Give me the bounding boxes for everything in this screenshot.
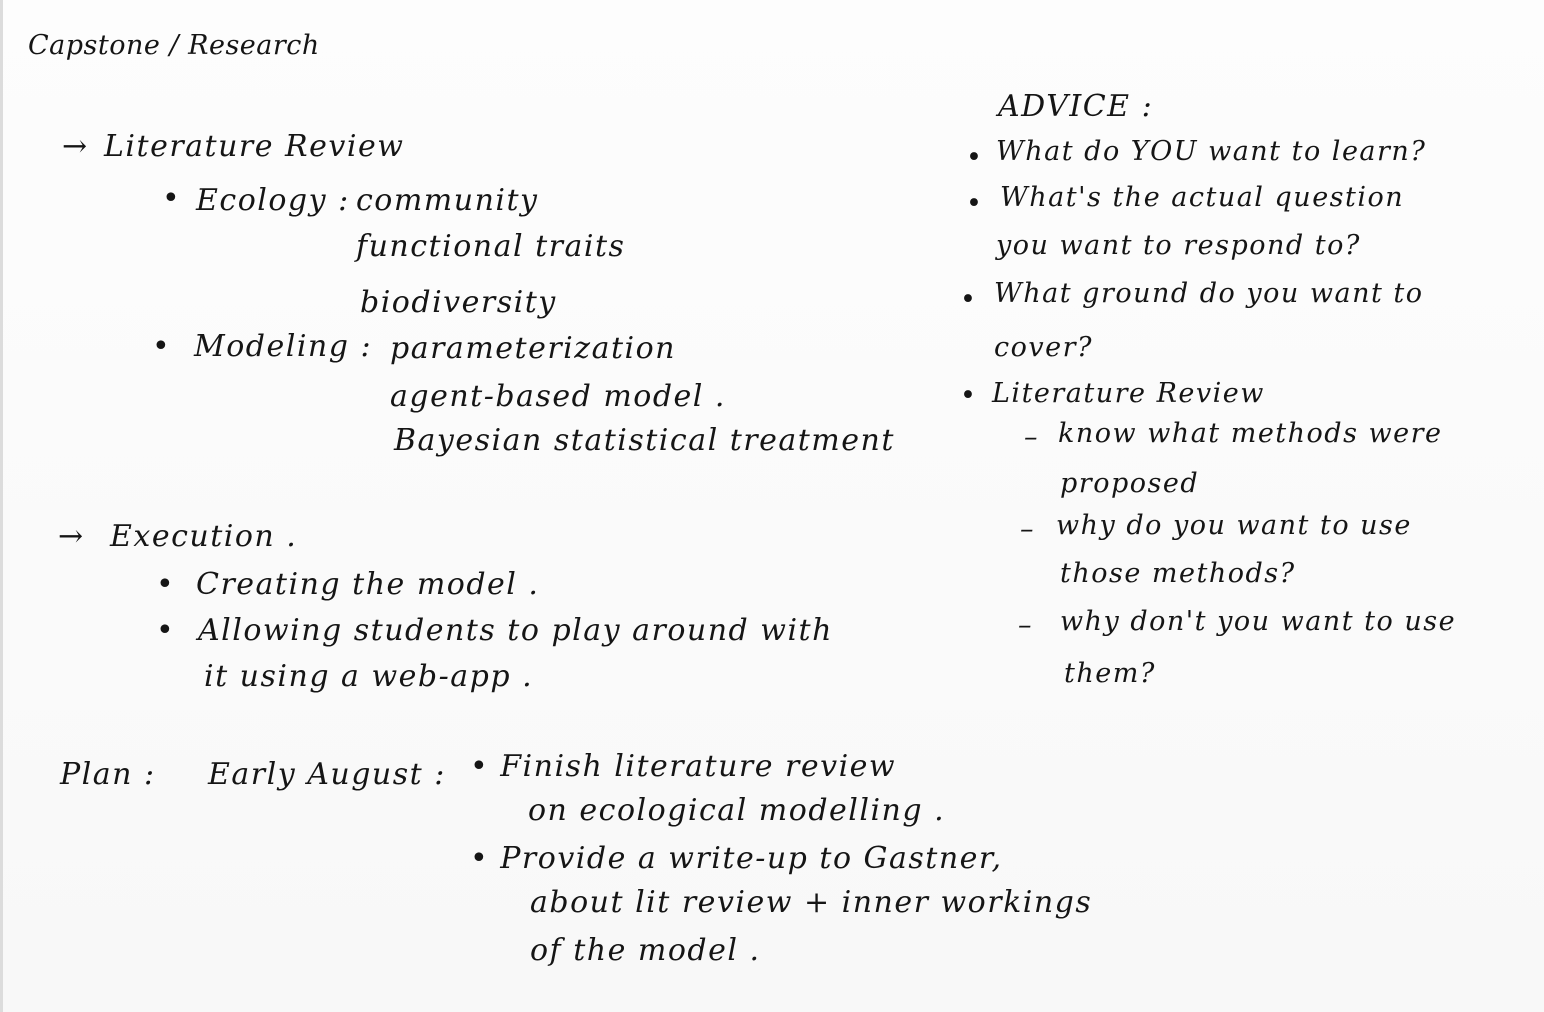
modeling-item: Bayesian statistical treatment <box>394 423 895 458</box>
ecology-item: community <box>356 183 539 218</box>
execution-item: Creating the model . <box>196 567 540 602</box>
bullet-icon: • <box>152 329 172 364</box>
modeling-label: Modeling : <box>194 329 373 364</box>
bullet-icon: • <box>156 613 176 648</box>
advice-line: why do you want to use <box>1056 510 1412 541</box>
plan-line: • Provide a write-up to Gastner, <box>470 841 1003 876</box>
bullet-icon: • <box>156 567 176 602</box>
arrow-icon: → <box>62 129 89 164</box>
execution-item: Allowing students to play around with <box>198 613 833 648</box>
advice-line: you want to respond to? <box>996 230 1361 261</box>
ecology-item: biodiversity <box>360 285 557 320</box>
advice-line: What do YOU want to learn? <box>996 136 1427 167</box>
execution-item: it using a web-app . <box>204 659 534 694</box>
execution-heading: Execution . <box>110 519 298 554</box>
advice-line: why don't you want to use <box>1060 606 1457 637</box>
ecology-item: functional traits <box>356 229 626 264</box>
advice-line: know what methods were <box>1058 418 1443 449</box>
dash-icon: – <box>1020 514 1035 545</box>
advice-line: What ground do you want to <box>994 278 1424 309</box>
dash-icon: – <box>1024 422 1039 453</box>
plan-line: • Finish literature review <box>470 749 897 784</box>
page-title: Capstone / Research <box>28 30 320 61</box>
dash-icon: – <box>1018 610 1033 641</box>
advice-line: What's the actual question <box>1000 182 1405 213</box>
modeling-item: agent-based model . <box>390 379 726 414</box>
advice-line: Literature Review <box>992 378 1265 409</box>
plan-label: Plan : <box>60 757 156 792</box>
advice-line: those methods? <box>1060 558 1296 589</box>
plan-when: Early August : <box>208 757 446 792</box>
ecology-label: Ecology : <box>196 183 350 218</box>
plan-line: of the model . <box>530 933 761 968</box>
bullet-icon: • <box>966 142 984 173</box>
literature-heading: Literature Review <box>104 129 405 164</box>
bullet-icon: • <box>966 188 984 219</box>
bullet-icon: • <box>960 284 978 315</box>
advice-heading: ADVICE : <box>998 89 1154 124</box>
modeling-item: parameterization <box>390 331 676 366</box>
advice-line: proposed <box>1060 468 1200 499</box>
bullet-icon: • <box>960 380 978 411</box>
advice-line: cover? <box>994 332 1093 363</box>
page-edge <box>0 0 3 1012</box>
plan-line: about lit review + inner workings <box>530 885 1093 920</box>
advice-line: them? <box>1064 658 1156 689</box>
bullet-icon: • <box>162 181 182 216</box>
plan-line: on ecological modelling . <box>528 793 946 828</box>
arrow-icon: → <box>58 519 85 554</box>
